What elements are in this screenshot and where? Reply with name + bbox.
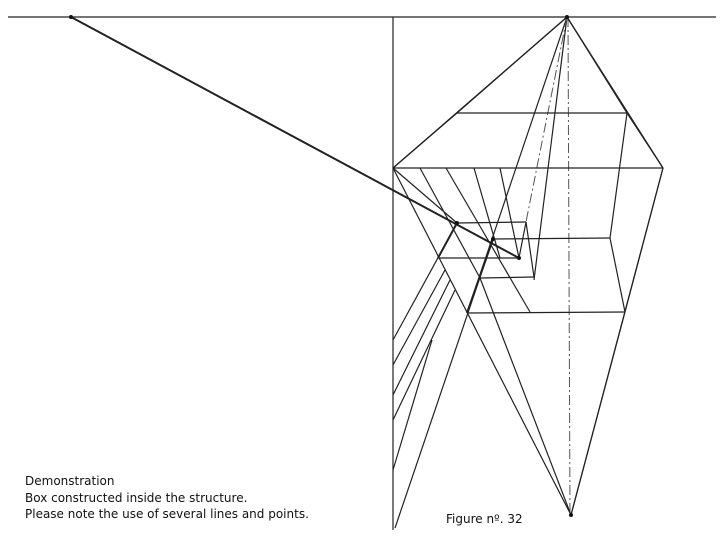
caption-title: Demonstration — [25, 474, 115, 488]
structure — [392, 112, 664, 314]
construction-lines — [392, 269, 456, 471]
caption-line-1: Box constructed inside the structure. — [25, 490, 248, 505]
caption-line-2: Please note the use of several lines and… — [25, 507, 309, 521]
vanishing-lines-top — [392, 16, 664, 314]
center-axis — [567, 16, 571, 516]
inner-box — [70, 16, 535, 314]
figure-label: Figure nº. 32 — [446, 512, 523, 526]
vanishing-lines-bottom — [392, 167, 664, 529]
caption: Demonstration Box constructed inside the… — [25, 473, 309, 523]
points — [69, 15, 573, 517]
